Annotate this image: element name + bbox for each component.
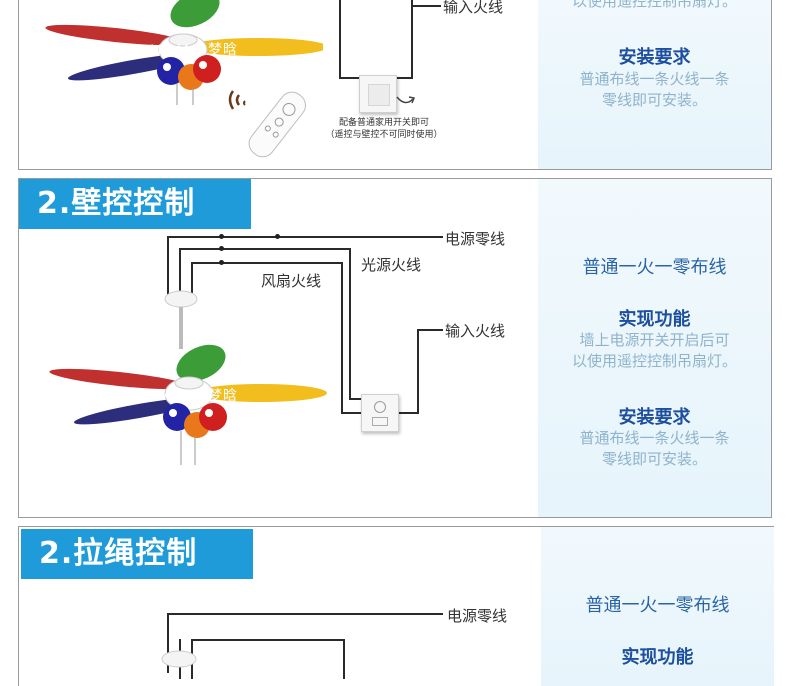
wall-function-title: 实现功能 <box>618 309 691 330</box>
arrow-icon <box>396 96 416 104</box>
wall-function-line-1: 墙上电源开关开启后可 <box>579 331 730 349</box>
wall-install-line-1: 普通布线一条火线一条 <box>579 429 730 447</box>
remote-info-column: 以使用遥控控制吊扇灯。 安装要求 普通布线一条火线一条 零线即可安装。 <box>538 0 771 169</box>
wall-control-tab: 2.壁控控制 <box>19 179 251 229</box>
wall-switch <box>359 75 397 113</box>
remote-control-icon <box>228 90 306 158</box>
wire-label-input-live-2: 输入火线 <box>445 322 506 340</box>
ceiling-fan-mount-3 <box>161 650 197 668</box>
remote-install-title: 安装要求 <box>618 47 691 68</box>
wall-function-line-2: 以使用遥控控制吊扇灯。 <box>571 352 737 370</box>
remote-install-line-2: 零线即可安装。 <box>601 91 707 109</box>
remote-install-body: 普通布线一条火线一条 零线即可安装。 <box>538 69 771 111</box>
switch-caption-line-2: （遥控与壁控不可同时使用） <box>325 130 443 140</box>
switch-caption-line-1: 配备普通家用开关即可 <box>338 118 429 128</box>
wall-info-column: 普通一火一零布线 实现功能 墙上电源开关开启后可 以使用遥控控制吊扇灯。 安装要… <box>538 179 771 517</box>
watermark-1: DREAMHAN 梦晗 <box>115 41 239 57</box>
remote-install-line-1: 普通布线一条火线一条 <box>579 70 730 88</box>
wire-label-fan-live: 风扇火线 <box>261 272 322 290</box>
pull-wiring-title: 普通一火一零布线 <box>585 595 730 616</box>
wall-install-title: 安装要求 <box>618 407 691 428</box>
remote-control-panel: 以使用遥控控制吊扇灯。 安装要求 普通布线一条火线一条 零线即可安装。 输入火线… <box>18 0 772 170</box>
remote-function-text: 以使用遥控控制吊扇灯。 <box>571 0 737 10</box>
pull-function-title: 实现功能 <box>621 647 694 668</box>
wire-label-light-live: 光源火线 <box>361 256 422 274</box>
wall-install-body: 普通布线一条火线一条 零线即可安装。 <box>538 428 771 470</box>
watermark-2: DREAMHAN 梦晗 <box>115 387 239 403</box>
wire-label-power-neutral-3: 电源零线 <box>447 607 508 625</box>
wire-label-input-live-1: 输入火线 <box>443 0 504 16</box>
ceiling-fan-image-2 <box>49 290 327 465</box>
switch-caption: 配备普通家用开关即可 （遥控与壁控不可同时使用） <box>319 117 449 141</box>
wall-install-line-2: 零线即可安装。 <box>601 450 707 468</box>
wire-label-power-neutral: 电源零线 <box>445 230 506 248</box>
pull-cord-tab: 2.拉绳控制 <box>21 529 253 579</box>
pull-cord-info-column: 普通一火一零布线 实现功能 <box>541 527 774 686</box>
ceiling-fan-image-1 <box>45 0 323 105</box>
remote-function-body: 以使用遥控控制吊扇灯。 <box>538 0 771 12</box>
wall-control-panel: 普通一火一零布线 实现功能 墙上电源开关开启后可 以使用遥控控制吊扇灯。 安装要… <box>18 178 772 518</box>
wall-function-body: 墙上电源开关开启后可 以使用遥控控制吊扇灯。 <box>538 330 771 372</box>
wall-wiring-title: 普通一火一零布线 <box>582 257 727 278</box>
pull-cord-panel: 普通一火一零布线 实现功能 2.拉绳控制 电源零线 <box>18 526 774 686</box>
wall-switch-dimmer <box>361 394 399 432</box>
